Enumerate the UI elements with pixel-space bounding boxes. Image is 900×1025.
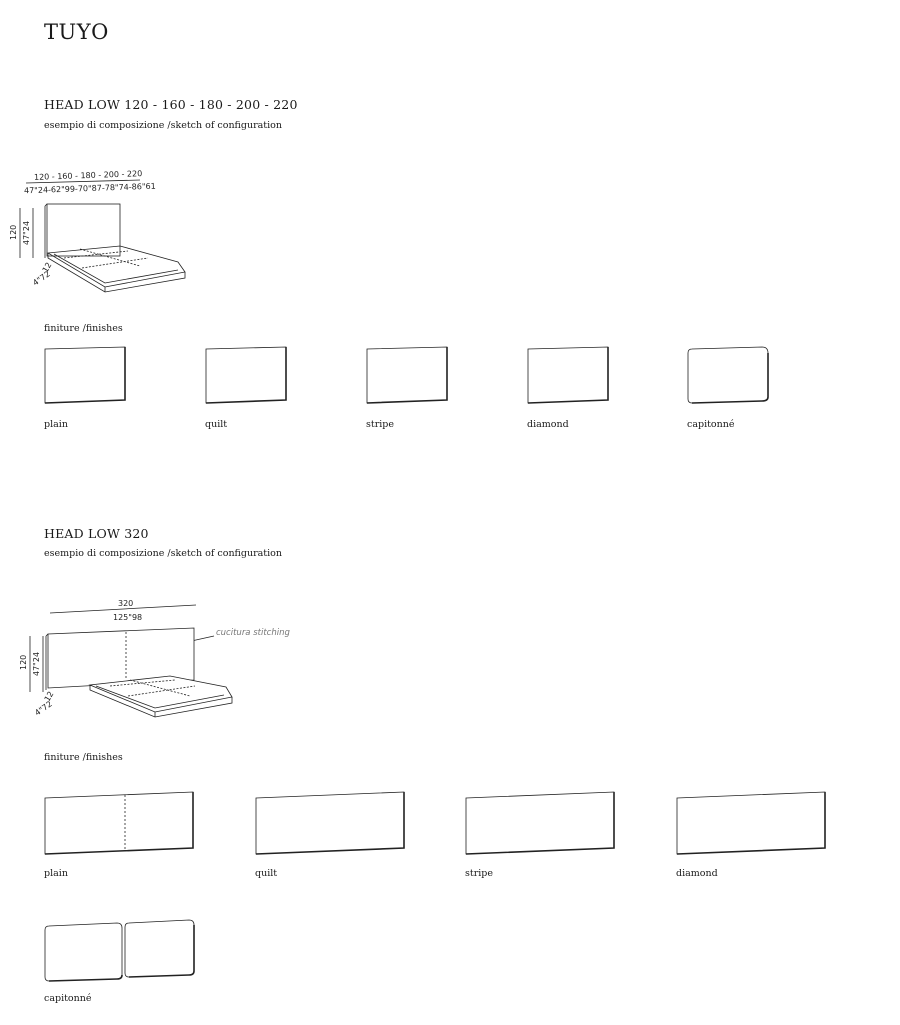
s1-finishes-label: finiture /finishes [44, 323, 123, 334]
section2-subtitle: esempio di composizione /sketch of confi… [44, 548, 282, 559]
s1-finish-diamond [527, 346, 609, 404]
page-title: TUYO [44, 20, 109, 44]
s1-label-stripe: stripe [366, 419, 394, 430]
s1-label-plain: plain [44, 419, 68, 430]
s1-label-diamond: diamond [527, 419, 569, 430]
section1-heading: HEAD LOW 120 - 160 - 180 - 200 - 220 [44, 97, 298, 112]
s2-finish-quilt [255, 791, 405, 855]
section2-heading: HEAD LOW 320 [44, 526, 149, 541]
s2-finish-stripe [465, 791, 615, 855]
s2-finish-diamond [676, 791, 826, 855]
s2-width-cm: 320 [118, 599, 134, 608]
s1-finish-capitonne [687, 346, 769, 404]
s1-label-quilt: quilt [205, 419, 228, 430]
s1-label-capitonne: capitonné [687, 419, 735, 430]
s2-finish-capitonne [44, 919, 195, 982]
s2-label-quilt: quilt [255, 868, 278, 879]
s2-label-plain: plain [44, 868, 68, 879]
s2-label-diamond: diamond [676, 868, 718, 879]
s2-label-capitonne: capitonné [44, 993, 92, 1004]
s1-finish-stripe [366, 346, 448, 404]
section1-subtitle: esempio di composizione /sketch of confi… [44, 120, 282, 131]
s2-label-stripe: stripe [465, 868, 493, 879]
s2-width-in: 125"98 [113, 613, 143, 622]
s2-stitching-label: cucitura stitching [216, 628, 290, 638]
s2-finish-plain [44, 791, 194, 855]
s2-finishes-label: finiture /finishes [44, 752, 123, 763]
s1-finish-quilt [205, 346, 287, 404]
s1-finish-plain [44, 346, 126, 404]
